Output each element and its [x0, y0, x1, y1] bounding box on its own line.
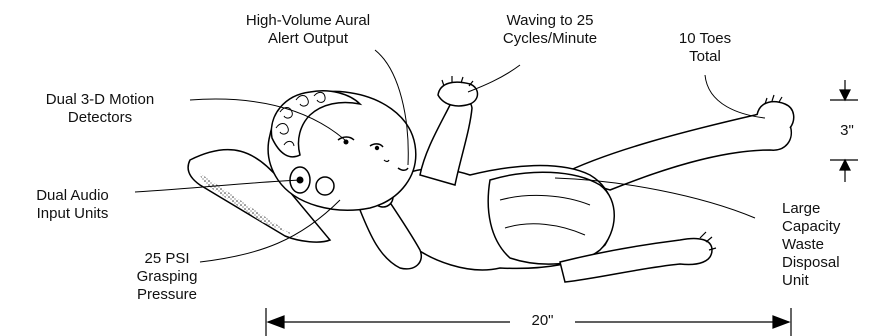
raised-arm: [420, 98, 472, 185]
leader-toes: [705, 75, 765, 118]
label-toes: 10 Toes Total: [650, 30, 760, 66]
label-waste-disposal: Large Capacity Waste Disposal Unit: [782, 200, 867, 290]
label-aural-alert: High-Volume Aural Alert Output: [218, 12, 398, 48]
label-grasping: 25 PSI Grasping Pressure: [132, 250, 202, 304]
label-waving: Waving to 25 Cycles/Minute: [470, 12, 630, 48]
diaper: [488, 172, 614, 264]
label-height: 3": [832, 122, 862, 140]
label-audio-input: Dual Audio Input Units: [5, 187, 140, 223]
label-length: 20": [510, 312, 575, 330]
label-motion-detectors: Dual 3-D Motion Detectors: [10, 91, 190, 127]
